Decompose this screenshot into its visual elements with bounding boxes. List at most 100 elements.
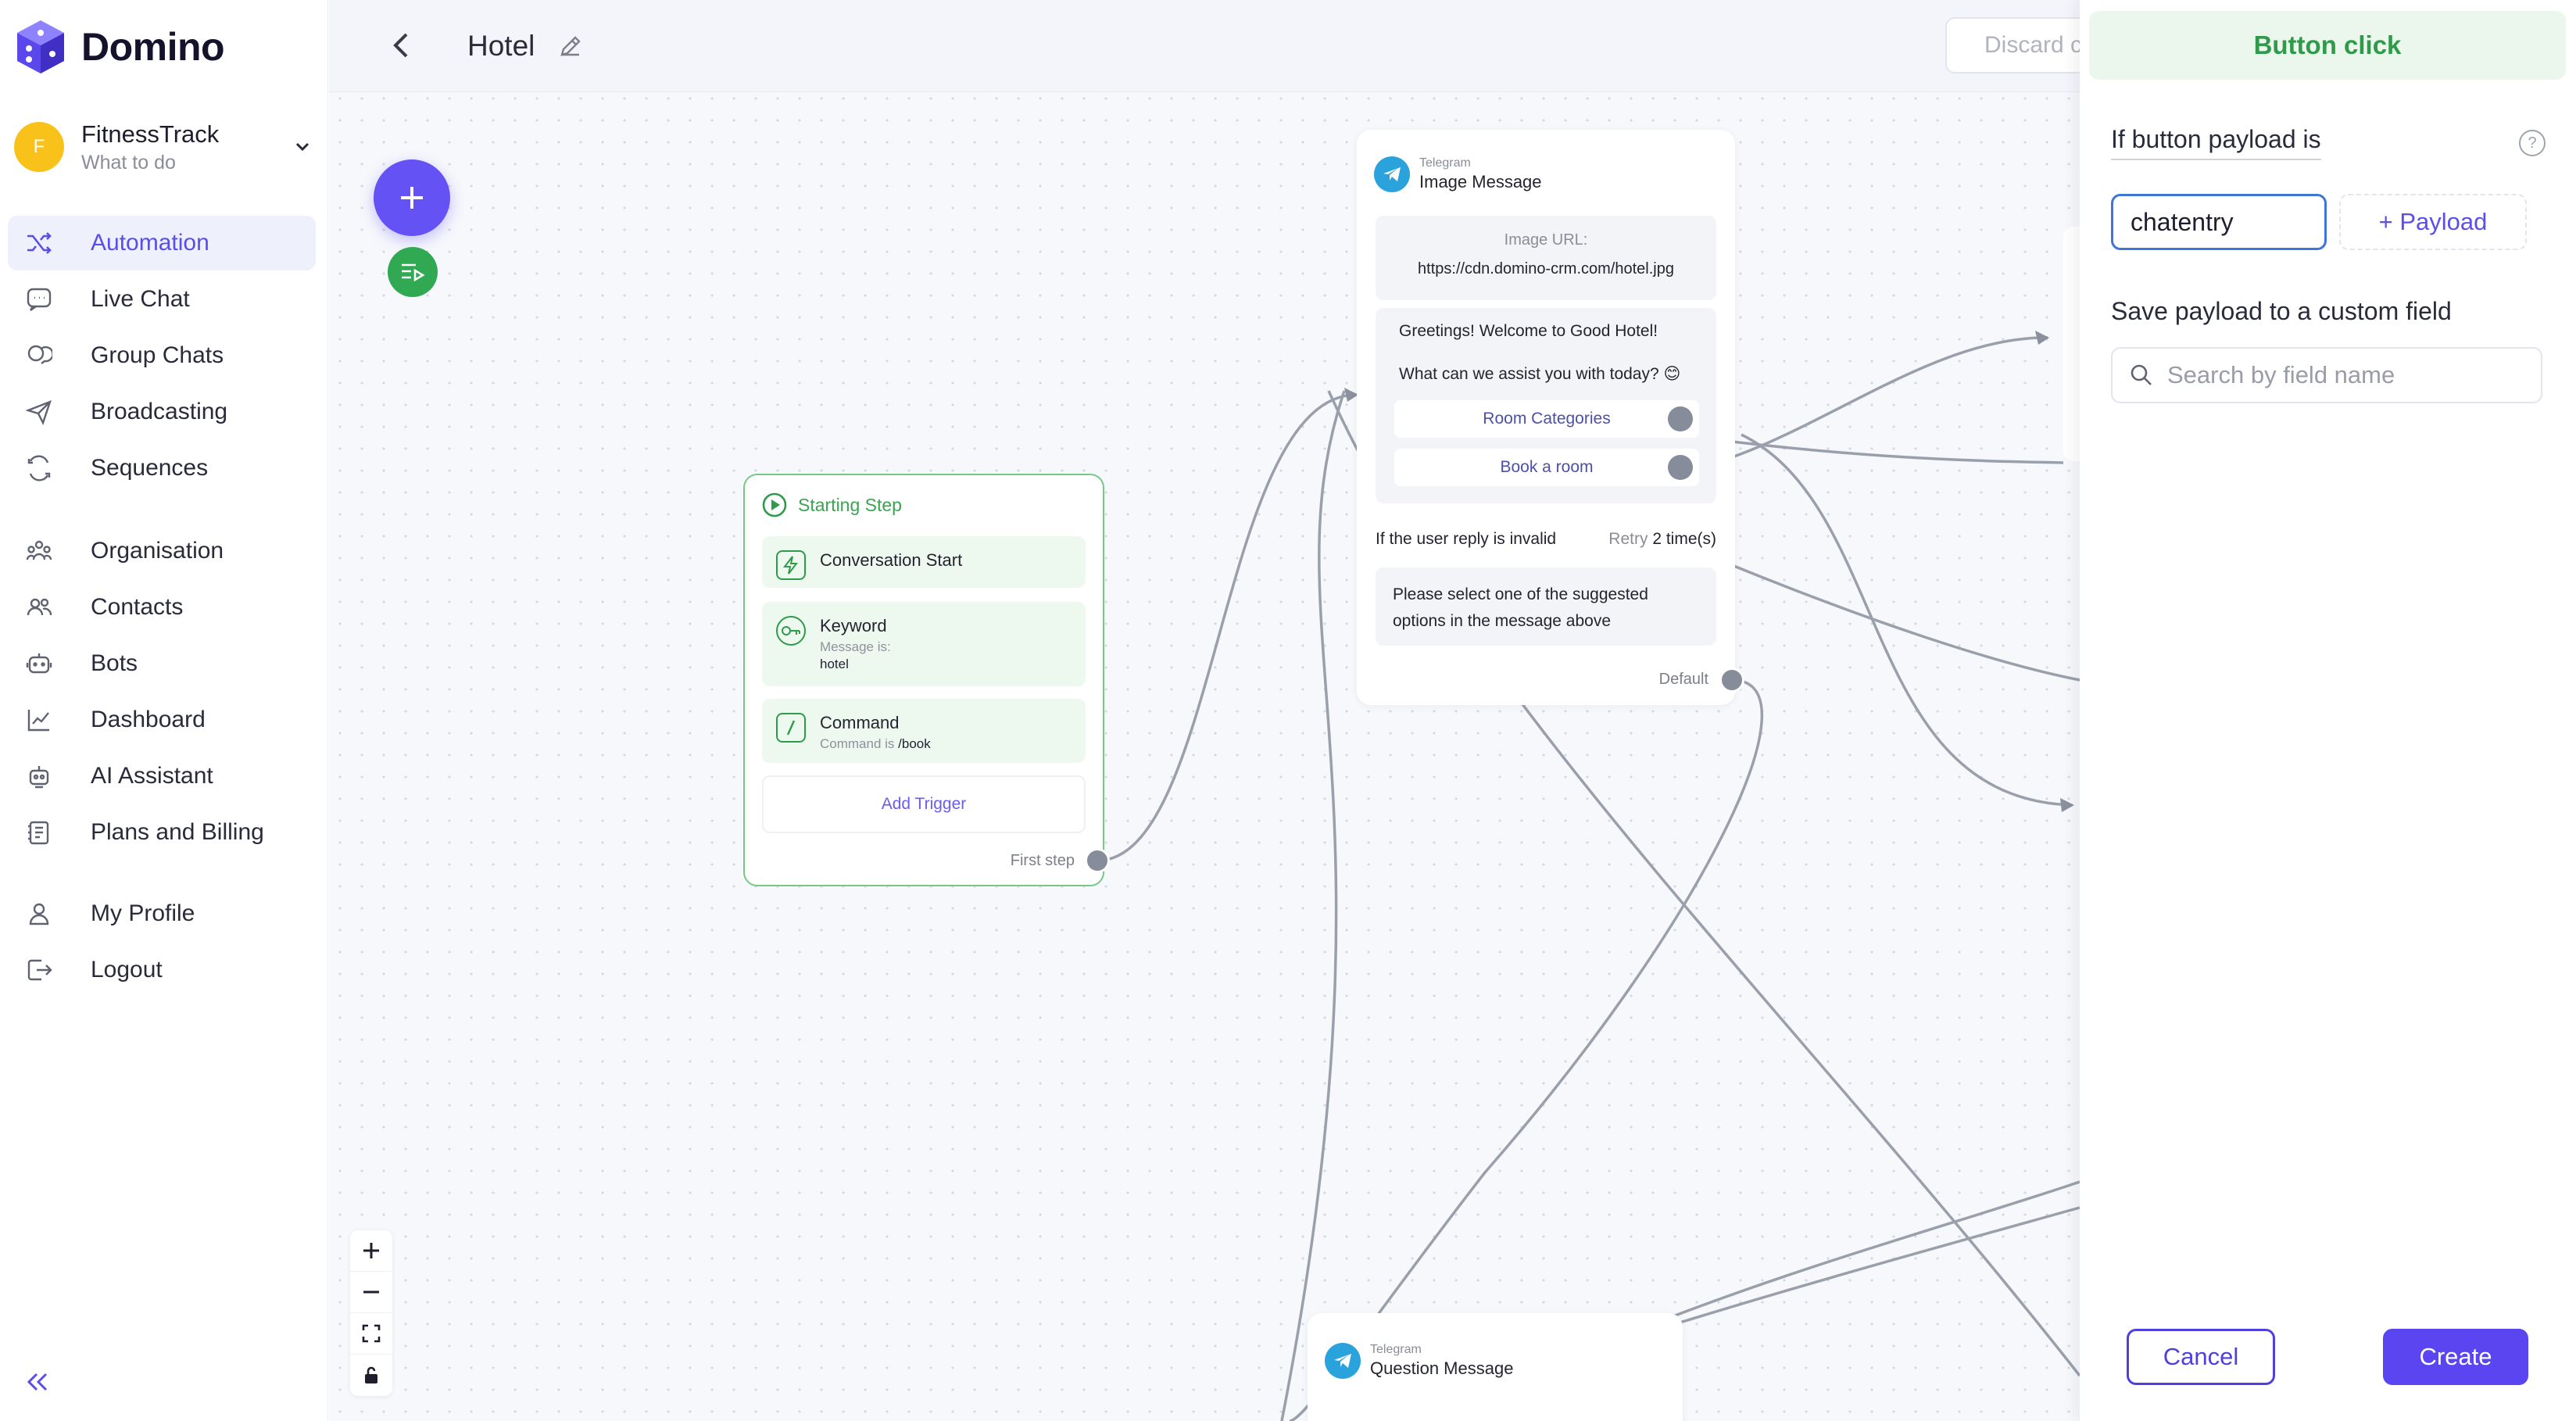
sidebar-item-label: Live Chat xyxy=(91,286,190,312)
lock-icon xyxy=(365,1366,377,1383)
sidebar: Domino F FitnessTrack What to do Automat… xyxy=(0,0,328,1421)
message-button-room-categories[interactable]: Room Categories xyxy=(1394,400,1699,438)
message-greeting: Greetings! Welcome to Good Hotel! xyxy=(1399,322,1658,340)
invalid-reply-label: If the user reply is invalid xyxy=(1376,530,1557,548)
invalid-reply-row: If the user reply is invalid Retry 2 tim… xyxy=(1376,530,1716,549)
sidebar-item-dashboard[interactable]: Dashboard xyxy=(8,693,316,747)
trigger-title: Keyword xyxy=(820,616,887,635)
play-circle-icon xyxy=(762,492,787,517)
workspace-switcher[interactable]: F FitnessTrack What to do xyxy=(14,116,314,178)
custom-field-search[interactable] xyxy=(2111,347,2542,403)
trigger-title: Command xyxy=(820,713,900,732)
workspace-subtitle: What to do xyxy=(81,151,176,174)
starting-step-title: Starting Step xyxy=(798,494,902,515)
shuffle-icon xyxy=(23,227,55,259)
sidebar-item-automation[interactable]: Automation xyxy=(8,216,316,270)
sidebar-item-group-chats[interactable]: Group Chats xyxy=(8,328,316,383)
retry-label: Retry xyxy=(1608,530,1648,548)
zoom-controls xyxy=(350,1230,392,1396)
sidebar-item-label: AI Assistant xyxy=(91,763,213,789)
add-trigger-button[interactable]: Add Trigger xyxy=(762,775,1086,833)
button-port[interactable] xyxy=(1668,406,1693,431)
sidebar-item-organisation[interactable]: Organisation xyxy=(8,524,316,578)
add-payload-button[interactable]: + Payload xyxy=(2339,194,2527,250)
image-message-node[interactable]: Telegram Image Message Image URL: https:… xyxy=(1357,130,1735,705)
plus-icon xyxy=(363,1243,379,1258)
telegram-icon xyxy=(1325,1343,1361,1379)
chart-icon xyxy=(23,704,55,736)
trigger-conversation-start[interactable]: Conversation Start xyxy=(762,536,1086,588)
sidebar-item-label: Dashboard xyxy=(91,707,206,732)
sidebar-item-label: Sequences xyxy=(91,455,209,481)
telegram-icon xyxy=(1374,156,1410,192)
workspace-avatar: F xyxy=(14,122,64,172)
sidebar-item-plans-billing[interactable]: Plans and Billing xyxy=(8,805,316,860)
zoom-out-button[interactable] xyxy=(350,1272,392,1313)
trigger-subtitle: Message is: xyxy=(820,639,891,654)
trigger-keyword[interactable]: Keyword Message is: hotel xyxy=(762,602,1086,686)
back-arrow-icon[interactable] xyxy=(384,28,418,63)
invalid-reply-message: Please select one of the suggested optio… xyxy=(1376,567,1716,646)
message-button-book-room[interactable]: Book a room xyxy=(1394,449,1699,486)
sidebar-item-my-profile[interactable]: My Profile xyxy=(8,886,316,941)
payload-input[interactable] xyxy=(2111,194,2327,250)
plus-icon xyxy=(401,187,423,209)
nav-group-manage: Organisation Contacts Bots Dashboard AI … xyxy=(8,524,316,861)
contacts-icon xyxy=(23,592,55,623)
sidebar-item-broadcasting[interactable]: Broadcasting xyxy=(8,385,316,439)
sidebar-item-label: Bots xyxy=(91,650,138,676)
lock-canvas-button[interactable] xyxy=(350,1355,392,1396)
help-icon[interactable]: ? xyxy=(2519,130,2546,156)
chevron-down-icon[interactable] xyxy=(291,135,314,159)
logout-icon xyxy=(23,954,55,986)
flow-canvas[interactable] xyxy=(329,0,2080,1421)
sidebar-item-ai-assistant[interactable]: AI Assistant xyxy=(8,749,316,804)
button-click-panel: Button click If button payload is ? + Pa… xyxy=(2080,0,2576,1421)
add-step-button[interactable] xyxy=(374,159,450,236)
sidebar-item-live-chat[interactable]: Live Chat xyxy=(8,272,316,327)
sidebar-item-contacts[interactable]: Contacts xyxy=(8,580,316,635)
button-port[interactable] xyxy=(1668,455,1693,480)
panel-title: Button click xyxy=(2089,11,2566,80)
flow-settings-button[interactable] xyxy=(388,247,438,297)
sidebar-item-label: My Profile xyxy=(91,900,195,926)
message-question: What can we assist you with today? 😊 xyxy=(1399,365,1681,383)
first-step-port[interactable] xyxy=(1085,848,1110,873)
cancel-button[interactable]: Cancel xyxy=(2127,1329,2275,1385)
nav-group-main: Automation Live Chat Group Chats Broadca… xyxy=(8,216,316,497)
flow-title: Hotel xyxy=(467,30,535,62)
node-type: Question Message xyxy=(1370,1358,1514,1378)
trigger-title: Conversation Start xyxy=(820,550,963,570)
workspace-name: FitnessTrack xyxy=(81,120,220,148)
sidebar-item-logout[interactable]: Logout xyxy=(8,943,316,997)
save-payload-label: Save payload to a custom field xyxy=(2111,297,2452,325)
brand-logo[interactable]: Domino xyxy=(14,19,225,75)
collapse-sidebar-icon[interactable] xyxy=(22,1366,53,1398)
node-channel: Telegram xyxy=(1370,1343,1422,1356)
pencil-icon[interactable] xyxy=(556,31,585,61)
search-input[interactable] xyxy=(2167,361,2535,389)
sequence-icon xyxy=(23,453,55,484)
fit-view-button[interactable] xyxy=(350,1313,392,1355)
sidebar-item-label: Group Chats xyxy=(91,342,224,368)
nav-group-account: My Profile Logout xyxy=(8,886,316,999)
image-url-block: Image URL: https://cdn.domino-crm.com/ho… xyxy=(1376,216,1716,300)
trigger-value: /book xyxy=(898,736,931,751)
image-url-value: https://cdn.domino-crm.com/hotel.jpg xyxy=(1418,260,1674,277)
create-button[interactable]: Create xyxy=(2383,1329,2528,1385)
minus-icon xyxy=(363,1290,379,1294)
sidebar-item-label: Contacts xyxy=(91,594,184,620)
fullscreen-icon xyxy=(362,1324,381,1343)
default-port[interactable] xyxy=(1719,668,1744,693)
sidebar-item-bots[interactable]: Bots xyxy=(8,636,316,691)
starting-step-node[interactable]: Starting Step Conversation Start Keyword… xyxy=(743,474,1104,886)
user-icon xyxy=(23,898,55,929)
sidebar-item-label: Automation xyxy=(91,230,209,256)
sidebar-item-sequences[interactable]: Sequences xyxy=(8,441,316,496)
zoom-in-button[interactable] xyxy=(350,1230,392,1272)
brand-name: Domino xyxy=(81,25,225,69)
billing-icon xyxy=(23,817,55,848)
first-step-label: First step xyxy=(1010,852,1075,869)
trigger-command[interactable]: Command Command is /book xyxy=(762,699,1086,763)
question-message-node[interactable]: Telegram Question Message xyxy=(1308,1313,1683,1421)
